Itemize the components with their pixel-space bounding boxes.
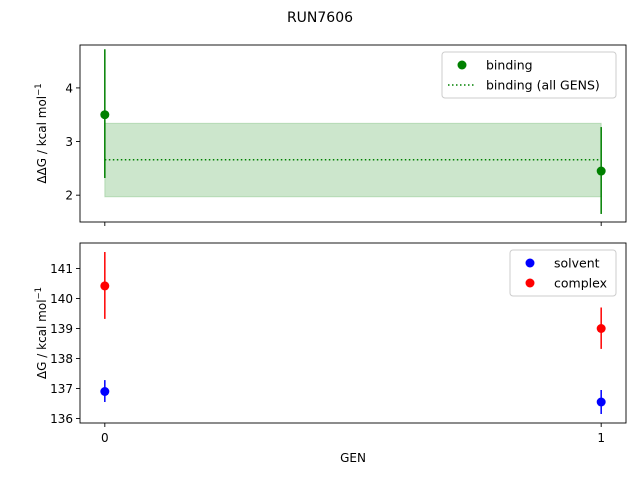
data-point-solvent-0 <box>100 387 110 396</box>
legend: binding binding (all GENS) <box>441 51 617 99</box>
legend-marker <box>457 60 467 70</box>
y-axis-label: ΔΔG / kcal mol−1 <box>34 83 49 183</box>
data-point-binding-0 <box>100 110 110 120</box>
legend-entry: binding <box>457 58 533 73</box>
plot-frame <box>79 242 627 424</box>
y-axis-label-main: ΔG / kcal mol <box>35 299 49 379</box>
figure-title: RUN7606 <box>287 10 353 26</box>
data-point-solvent-1 <box>596 397 606 407</box>
y-tick-label: 4 <box>65 81 73 95</box>
y-tick-label: 141 <box>50 262 73 276</box>
y-tick-label: 139 <box>50 322 73 336</box>
legend-label: complex <box>554 276 607 291</box>
legend-label: binding <box>486 58 533 73</box>
y-tick-label: 140 <box>50 292 73 306</box>
legend-entry: complex <box>525 276 607 291</box>
y-axis-label: ΔG / kcal mol−1 <box>34 287 49 379</box>
y-tick-label: 2 <box>65 189 73 203</box>
y-axis-label-main: ΔΔG / kcal mol <box>35 96 49 184</box>
y-tick-label: 136 <box>50 412 73 426</box>
legend-marker <box>525 258 535 268</box>
y-tick-label: 3 <box>65 135 73 149</box>
data-point-complex-0 <box>100 281 110 291</box>
x-tick-label: 1 <box>597 431 605 445</box>
x-axis-label: GEN <box>340 451 366 465</box>
legend-marker <box>525 278 535 288</box>
legend-label: binding (all GENS) <box>486 78 600 93</box>
data-point-binding-1 <box>596 166 606 176</box>
legend-entry: solvent <box>525 256 600 271</box>
data-point-complex-1 <box>596 324 606 333</box>
legend-box <box>441 51 617 99</box>
y-axis-label-unit-exponent: −1 <box>34 287 44 300</box>
plot-frame <box>79 44 627 223</box>
y-tick-label: 137 <box>50 382 73 396</box>
y-axis-label-unit-exponent: −1 <box>34 83 44 96</box>
legend: solvent complex <box>509 249 617 297</box>
x-tick-label: 0 <box>101 431 109 445</box>
legend-label: solvent <box>554 256 600 271</box>
y-tick-label: 138 <box>50 352 73 366</box>
legend-entry: binding (all GENS) <box>448 78 600 93</box>
legend-box <box>509 249 617 297</box>
